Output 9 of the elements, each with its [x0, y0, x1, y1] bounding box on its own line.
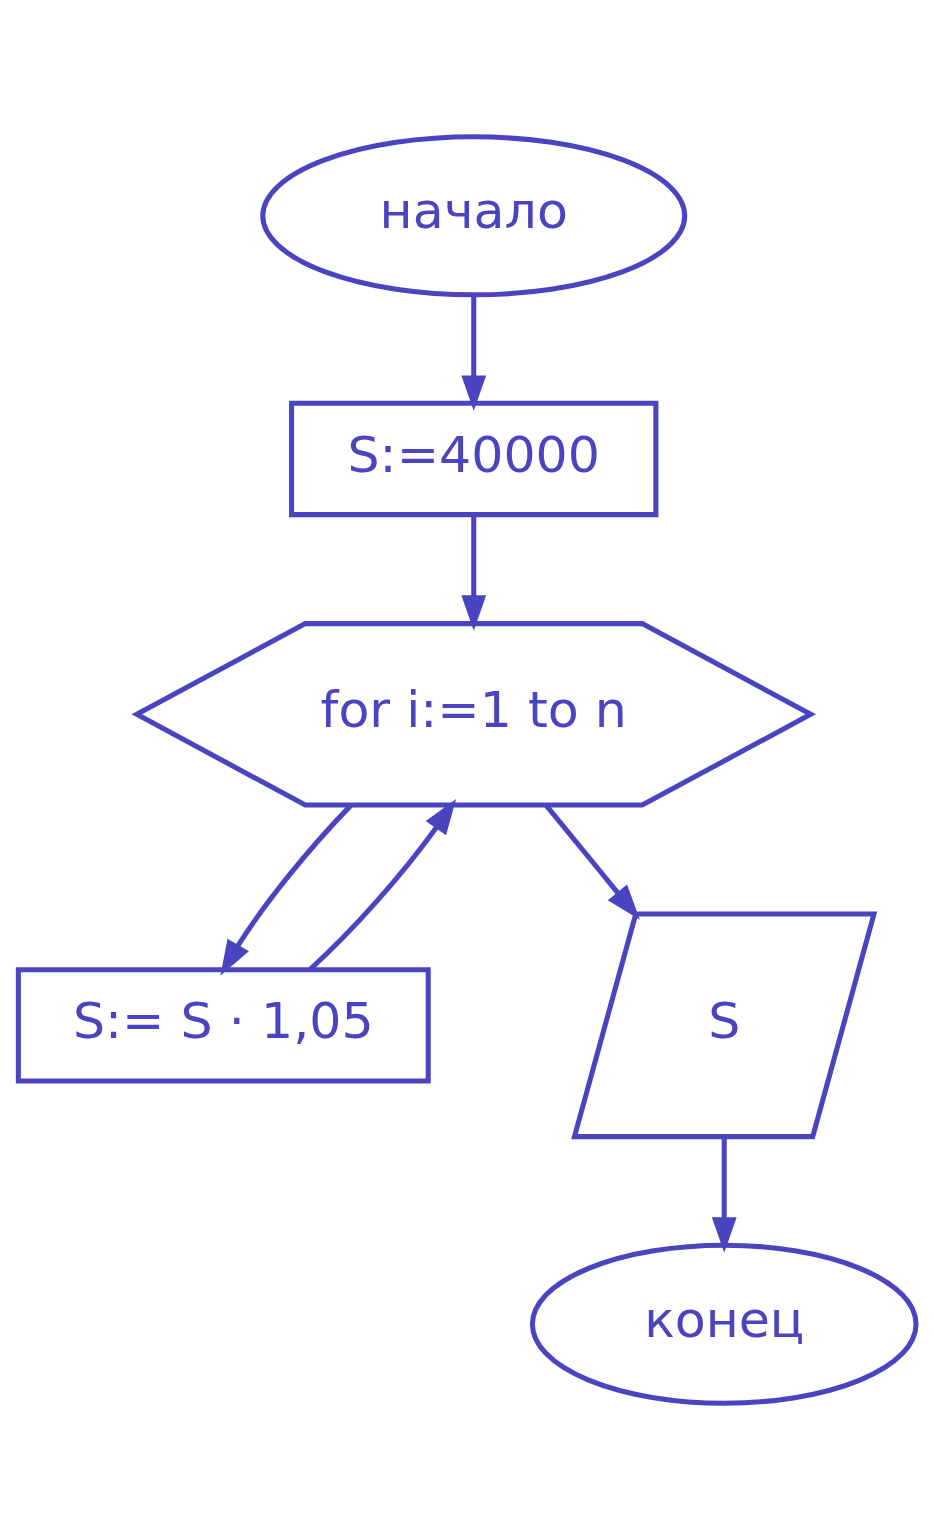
node-box: S:= S · 1,05 — [15, 966, 431, 1083]
node-box: S:=40000 — [289, 400, 659, 517]
arrow — [461, 294, 487, 411]
arrow — [308, 798, 457, 971]
arrow — [461, 515, 487, 631]
node-ellipse: начало — [260, 133, 688, 297]
node-ellipse: конец — [529, 1242, 919, 1406]
arrow — [220, 803, 353, 976]
arrow — [711, 1136, 737, 1253]
